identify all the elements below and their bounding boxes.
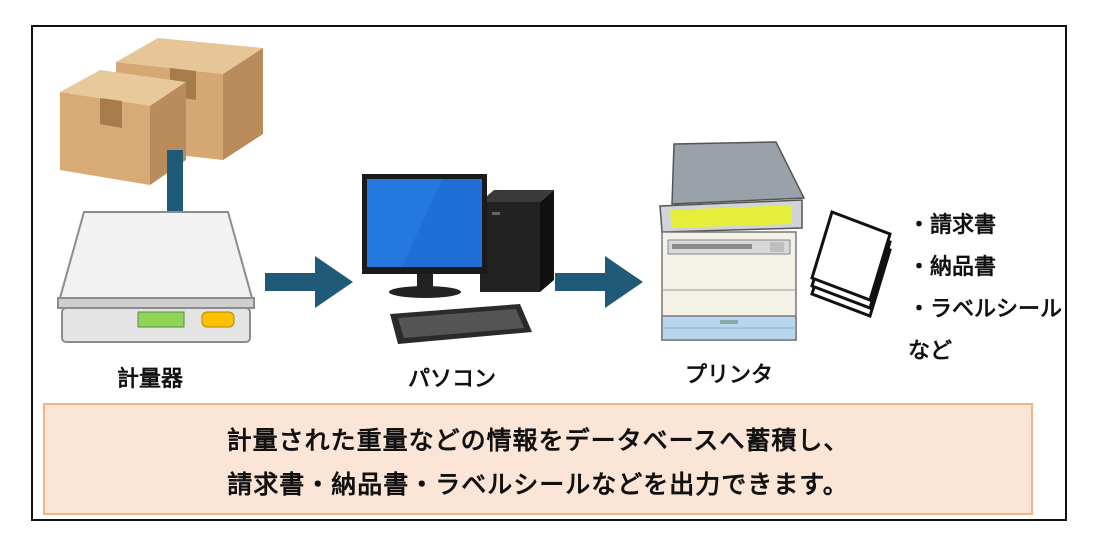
caption-box: 計量された重量などの情報をデータベースへ蓄積し、 請求書・納品書・ラベルシールな… bbox=[43, 403, 1033, 515]
document-item: ・ラベルシール bbox=[908, 297, 1063, 322]
caption-line: 請求書・納品書・ラベルシールなどを出力できます。 bbox=[227, 470, 849, 499]
document-item: など bbox=[908, 339, 953, 364]
pc-label: パソコン bbox=[408, 367, 497, 392]
document-item: ・請求書 bbox=[908, 213, 997, 238]
cardboard-boxes-icon bbox=[60, 38, 263, 185]
right-arrow-icon bbox=[265, 256, 353, 308]
paper-stack-icon bbox=[810, 210, 892, 318]
printer-label: プリンタ bbox=[685, 363, 774, 388]
right-arrow-icon bbox=[555, 256, 643, 308]
weighing-scale-icon bbox=[57, 211, 255, 343]
output-documents-list: ・請求書 ・納品書 ・ラベルシール など bbox=[908, 205, 1062, 373]
personal-computer-icon bbox=[362, 174, 554, 344]
printer-icon bbox=[659, 141, 806, 341]
scale-label: 計量器 bbox=[117, 367, 184, 392]
document-item: ・納品書 bbox=[908, 255, 997, 280]
caption-line: 計量された重量などの情報をデータベースへ蓄積し、 bbox=[226, 426, 850, 455]
